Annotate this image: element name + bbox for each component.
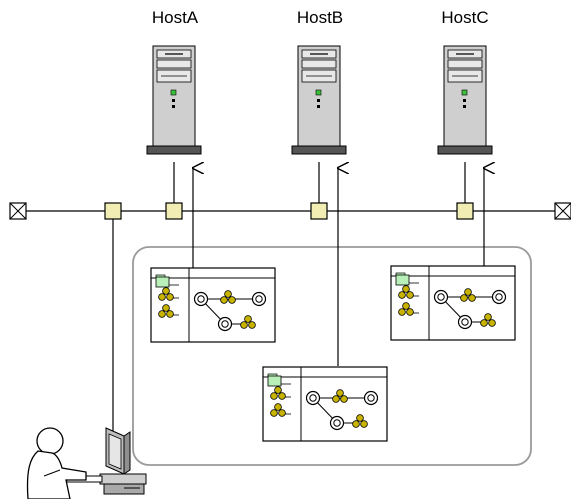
monitoring-window-icon-host-b xyxy=(263,367,387,441)
host-label-a: HostA xyxy=(151,8,199,27)
host-label-b: HostB xyxy=(296,8,344,27)
workstation-icon xyxy=(65,427,147,495)
network-terminator-icon xyxy=(554,202,571,220)
user-icon xyxy=(26,427,87,499)
monitoring-window-icon-host-a xyxy=(151,268,275,342)
server-icon-host-b xyxy=(291,45,347,155)
host-label-c: HostC xyxy=(441,8,489,27)
monitoring-group-boundary xyxy=(132,246,532,466)
network-connector-icon xyxy=(104,202,122,220)
network-connector-icon xyxy=(310,202,328,220)
server-icon-host-a xyxy=(146,45,202,155)
network-connector-icon xyxy=(165,202,183,220)
server-icon-host-c xyxy=(437,45,493,155)
network-connector-icon xyxy=(456,202,474,220)
network-terminator-icon xyxy=(9,202,27,220)
monitoring-window-icon-host-c xyxy=(391,266,515,340)
